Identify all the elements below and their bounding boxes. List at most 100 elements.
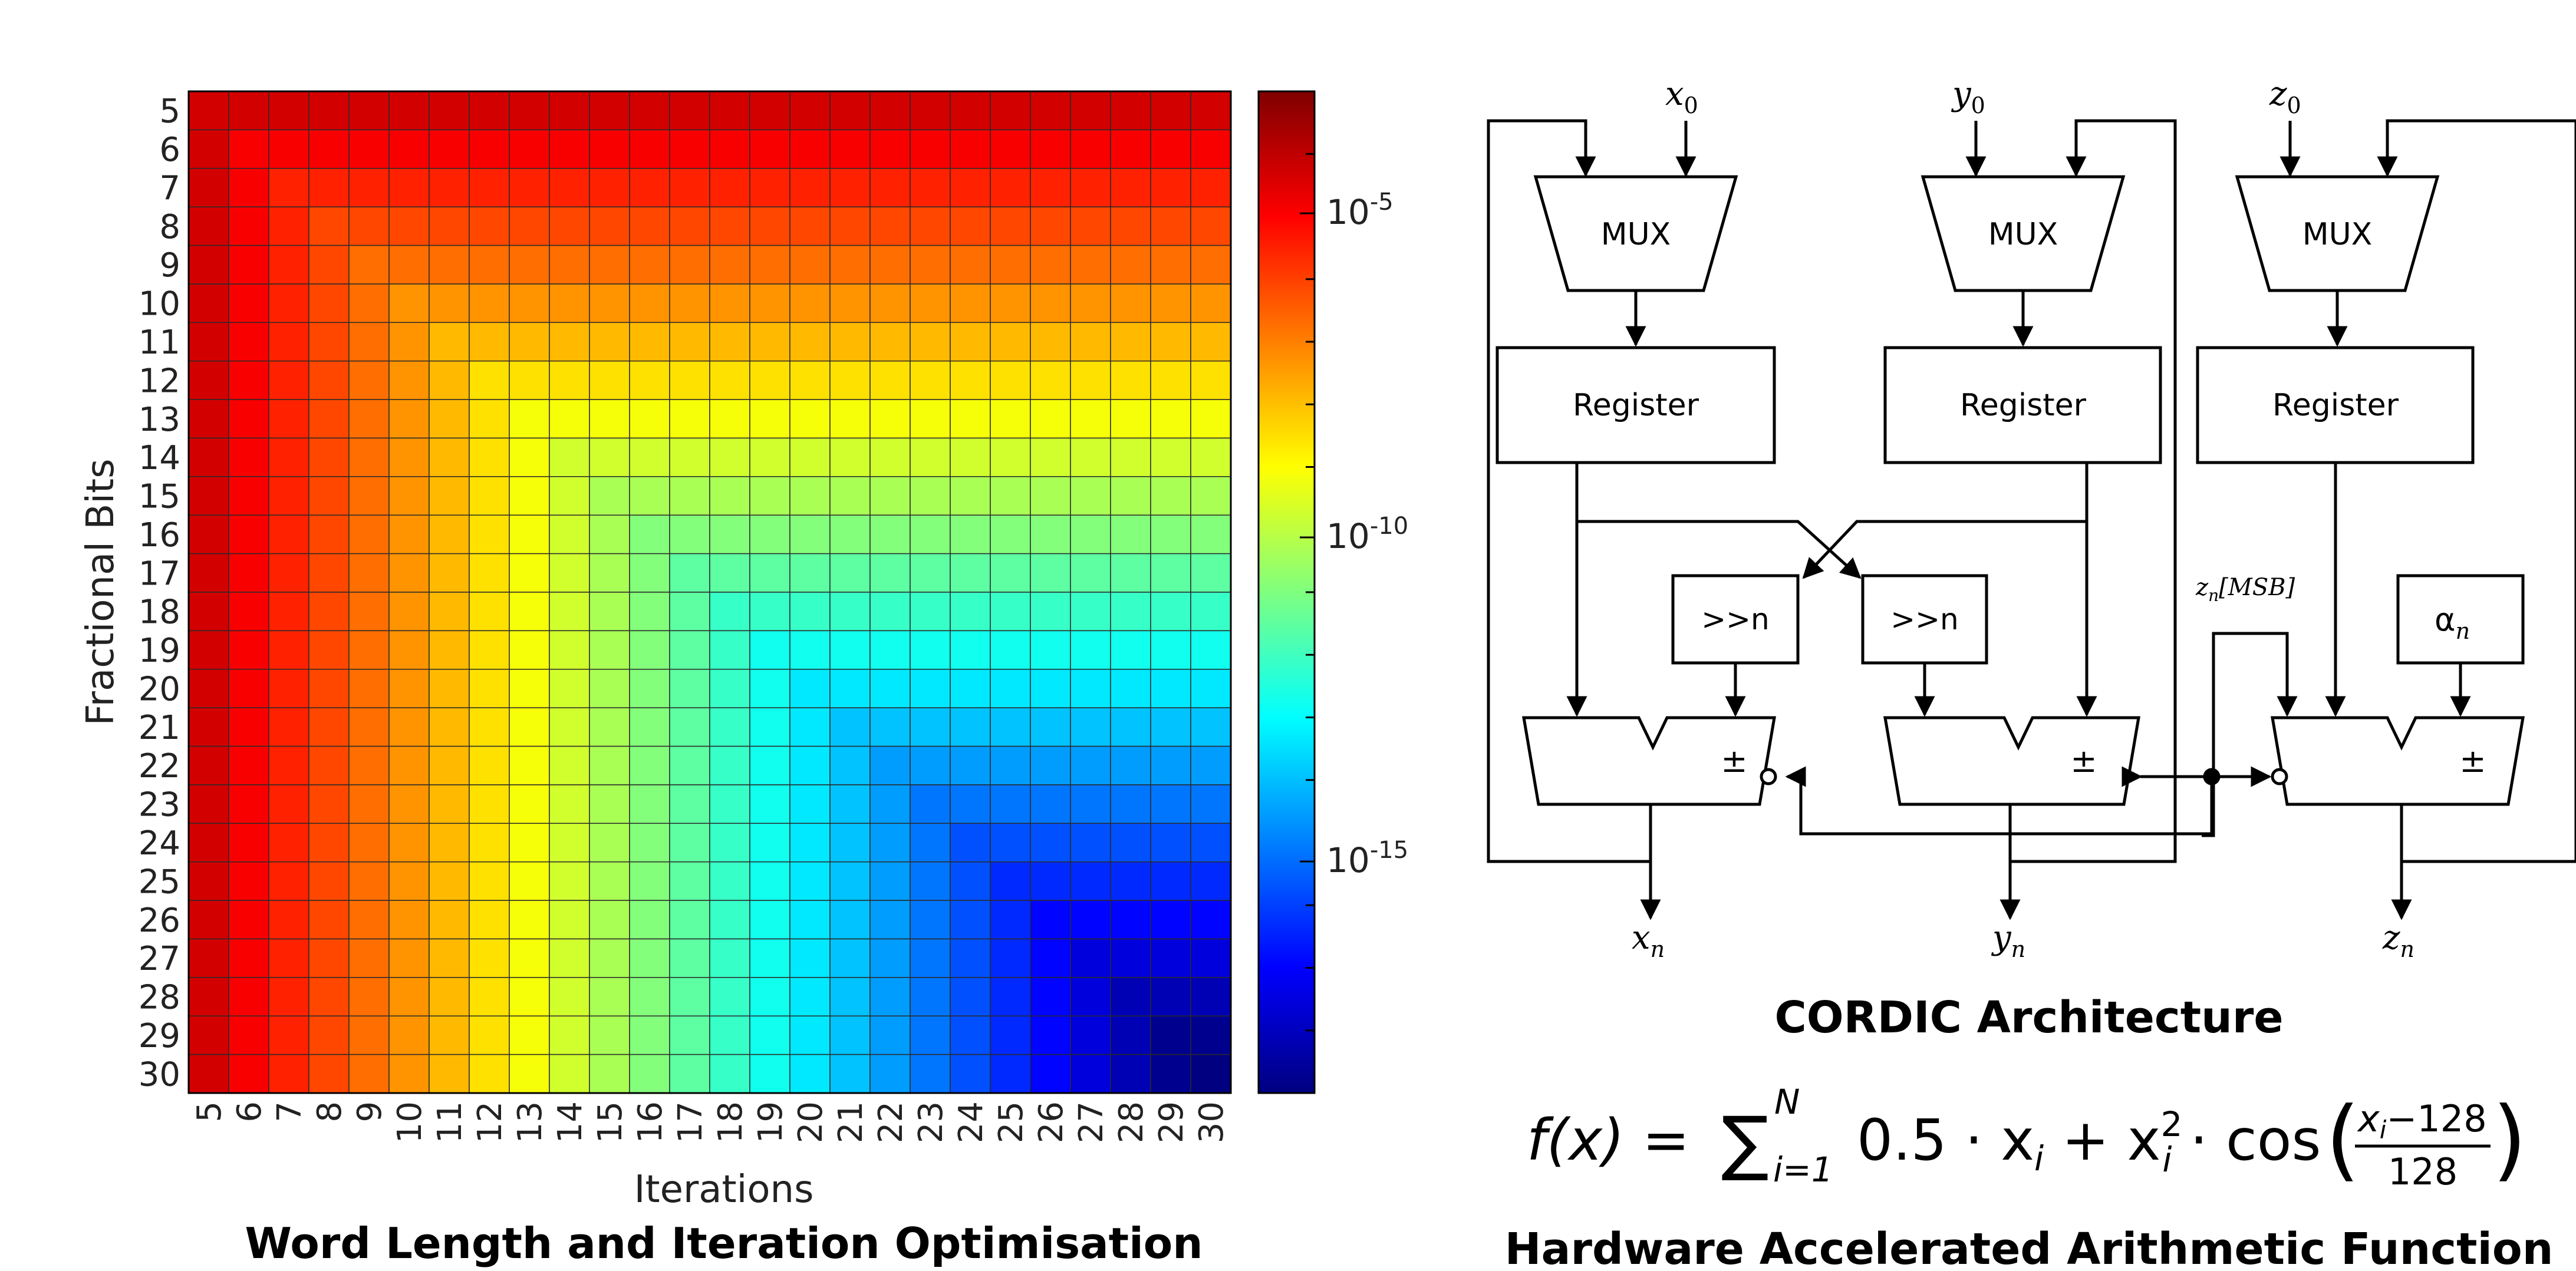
heatmap-cell (348, 360, 390, 400)
heatmap-cell (268, 283, 309, 323)
heatmap-cell (910, 206, 951, 246)
heatmap-cell (429, 514, 470, 554)
heatmap-cell (910, 977, 951, 1016)
heatmap-cell (629, 553, 670, 593)
heatmap-cell (789, 437, 831, 477)
heatmap-cell (829, 245, 871, 285)
heatmap-cell (950, 1054, 991, 1094)
mux-label: MUX (2302, 217, 2373, 252)
formula-paren-left: ( (2325, 1088, 2360, 1191)
heatmap-cell (1190, 784, 1231, 824)
heatmap-cell (509, 283, 550, 323)
heatmap-cell (789, 129, 831, 169)
heatmap-cell (308, 322, 350, 362)
heatmap-cell (629, 245, 670, 285)
heatmap-cell (910, 669, 951, 708)
heatmap-cell (1070, 360, 1111, 400)
heatmap-cell (509, 245, 550, 285)
heatmap-cell (1190, 938, 1231, 978)
register-label: Register (1960, 388, 2087, 423)
heatmap-cell (348, 592, 390, 632)
heatmap-cell (950, 206, 991, 246)
heatmap-cell (950, 861, 991, 901)
heatmap-cell (388, 630, 430, 670)
heatmap-cell (669, 900, 710, 940)
heatmap-y-tick-labels: 5678910111213141516171819202122232425262… (139, 93, 180, 1094)
heatmap-cell (749, 245, 790, 285)
heatmap-cell (749, 476, 790, 516)
heatmap-cell (789, 322, 831, 362)
register-y (1883, 346, 2162, 464)
heatmap-cell (1110, 938, 1151, 978)
heatmap-cell (709, 322, 750, 362)
heatmap-y-tick-label: 30 (139, 1055, 180, 1094)
heatmap-cell (950, 1015, 991, 1055)
heatmap-cell (950, 168, 991, 207)
heatmap-cells (188, 91, 1231, 1094)
output-label-yn: yn (1991, 919, 2025, 962)
heatmap-cell (188, 206, 229, 246)
heatmap-cell (348, 129, 390, 169)
heatmap-cell (549, 399, 590, 439)
heatmap-cell (629, 938, 670, 978)
mux-label: MUX (1988, 217, 2058, 252)
heatmap-cell (469, 206, 510, 246)
heatmap-cell (629, 861, 670, 901)
heatmap-cell (469, 592, 510, 632)
heatmap-cell (388, 476, 430, 516)
heatmap-cell (869, 630, 911, 670)
heatmap-cell (469, 322, 510, 362)
heatmap-cell (388, 900, 430, 940)
heatmap-cell (869, 399, 911, 439)
heatmap-cell (829, 745, 871, 785)
heatmap-y-tick-label: 18 (139, 593, 180, 632)
heatmap-cell (1190, 630, 1231, 670)
heatmap-cell (749, 669, 790, 708)
heatmap-cell (669, 669, 710, 708)
heatmap-cell (950, 938, 991, 978)
heatmap-cell (829, 129, 871, 169)
heatmap-cell (1150, 669, 1191, 708)
heatmap-cell (429, 784, 470, 824)
heatmap-cell (188, 861, 229, 901)
heatmap-cell (629, 476, 670, 516)
heatmap-cell (789, 669, 831, 708)
heatmap-cell (869, 245, 911, 285)
heatmap-cell (469, 168, 510, 207)
heatmap-cell (1070, 168, 1111, 207)
heatmap-cell (789, 206, 831, 246)
heatmap-cell (869, 437, 911, 477)
heatmap-cell (1110, 861, 1151, 901)
heatmap-cell (709, 360, 750, 400)
heatmap-cell (469, 900, 510, 940)
heatmap-cell (1070, 630, 1111, 670)
heatmap-cell (990, 168, 1031, 207)
heatmap-cell (1110, 630, 1151, 670)
heatmap-cell (1070, 784, 1111, 824)
heatmap-x-tick-label: 10 (391, 1101, 429, 1143)
heatmap-cell (549, 553, 590, 593)
heatmap-cell (629, 592, 670, 632)
heatmap-cell (509, 900, 550, 940)
heatmap-cell (950, 437, 991, 477)
heatmap-cell (308, 553, 350, 593)
heatmap-cell (990, 283, 1031, 323)
heatmap-cell (1030, 168, 1071, 207)
heatmap-x-tick-label: 12 (471, 1101, 509, 1143)
heatmap-cell (268, 168, 309, 207)
heatmap-cell (188, 707, 229, 747)
heatmap-cell (950, 129, 991, 169)
heatmap-cell (869, 784, 911, 824)
heatmap-cell (950, 900, 991, 940)
heatmap-cell (629, 91, 670, 131)
pm-label: ± (2070, 742, 2097, 780)
heatmap-cell (509, 669, 550, 708)
heatmap-cell (829, 707, 871, 747)
heatmap-cell (1110, 476, 1151, 516)
heatmap-cell (1030, 823, 1071, 863)
heatmap-cell (268, 129, 309, 169)
heatmap-cell (1110, 360, 1151, 400)
heatmap-cell (789, 476, 831, 516)
heatmap-cell (869, 938, 911, 978)
heatmap-cell (749, 1015, 790, 1055)
